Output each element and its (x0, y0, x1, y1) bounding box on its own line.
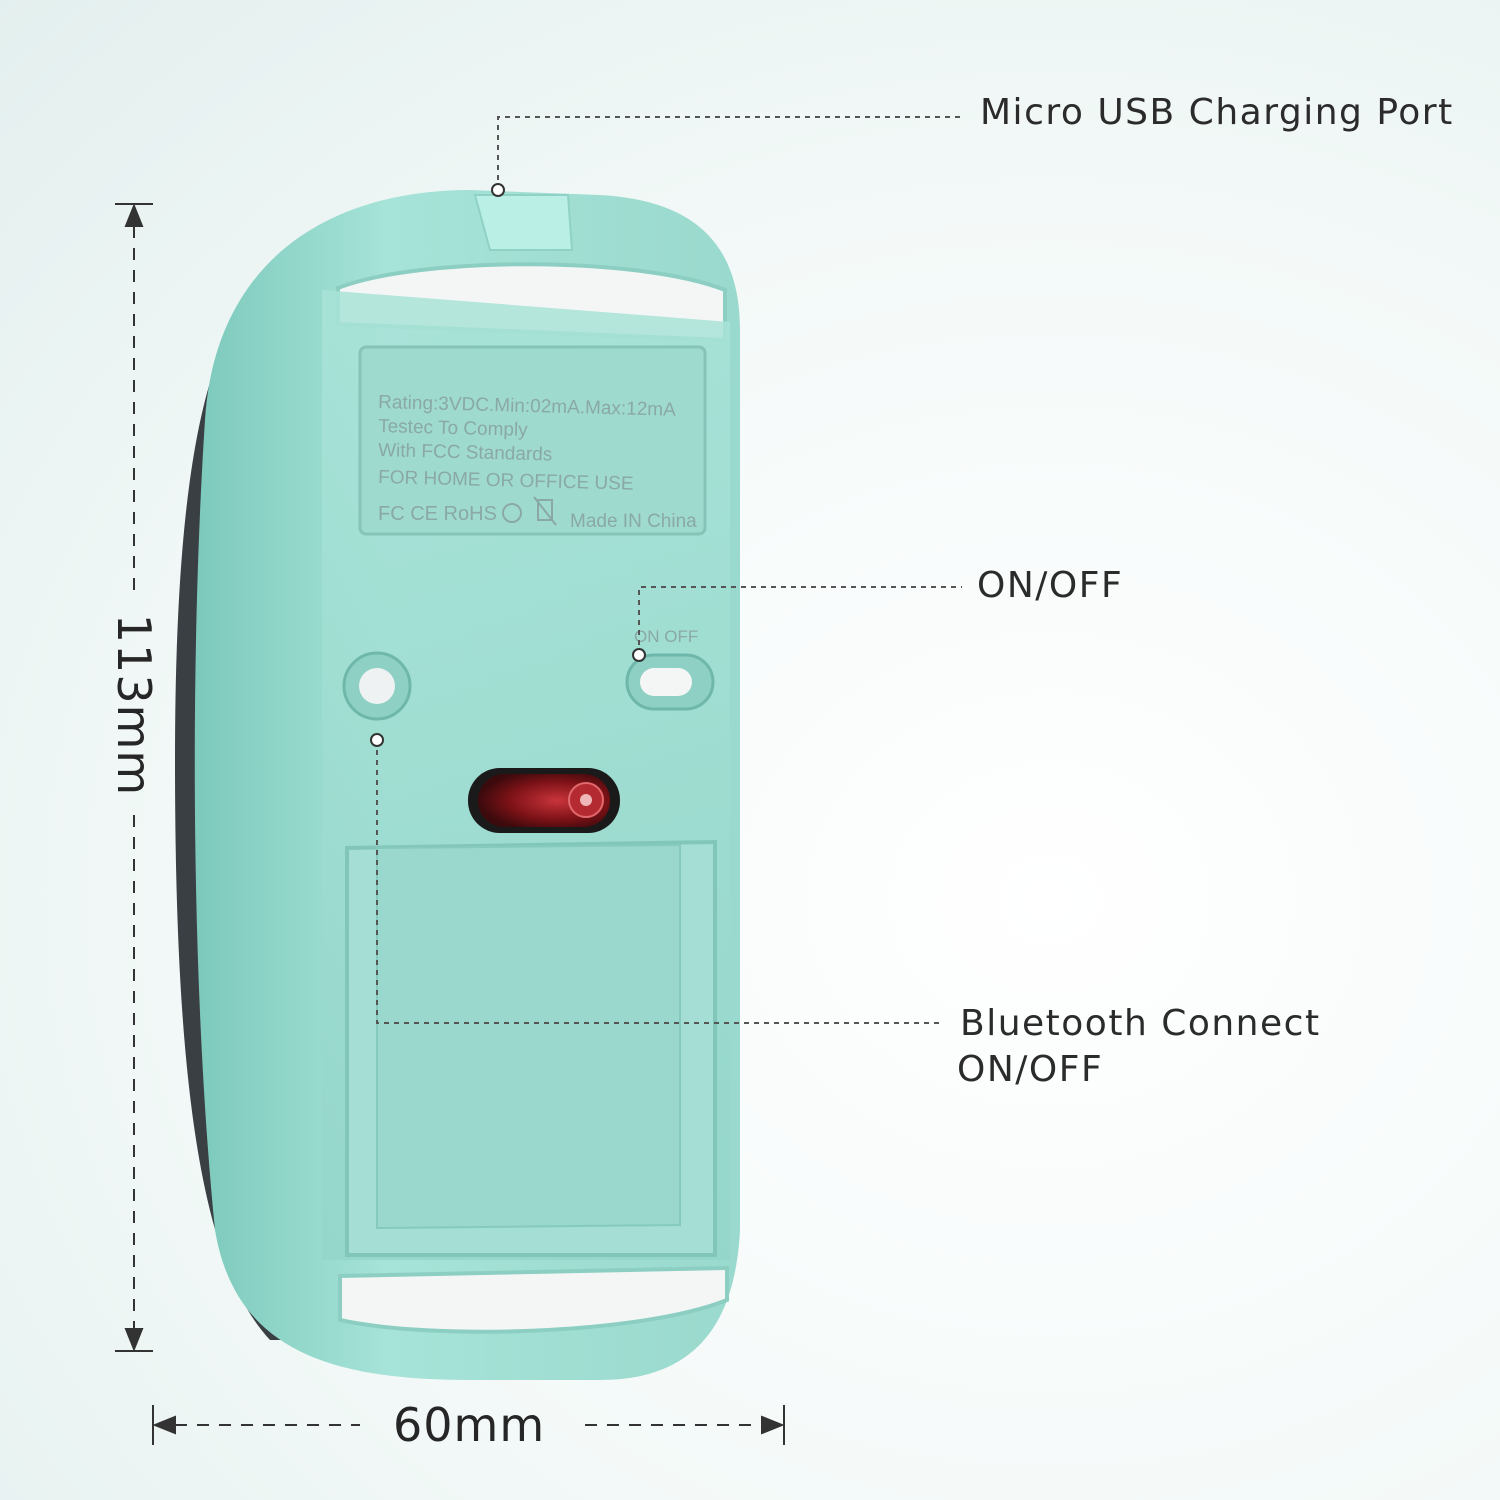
label-tested: Testec To Comply (378, 416, 529, 441)
power-switch-callout: ON/OFF (977, 565, 1124, 606)
bluetooth-callout-line (376, 740, 942, 1024)
label-marks: FC CE RoHS (378, 503, 497, 525)
usb-port-callout: Micro USB Charging Port (980, 92, 1454, 133)
width-dimension-label: 60mm (393, 1398, 546, 1452)
usb-callout-line (497, 116, 965, 190)
label-origin: Made IN China (570, 511, 697, 532)
power-callout-dot (632, 648, 646, 662)
label-plate (358, 345, 707, 536)
bottom-skate (338, 1265, 729, 1334)
weee-bin-icon (533, 496, 557, 526)
bluetooth-callout-dot (370, 733, 384, 747)
label-fcc: With FCC Standards (378, 440, 553, 466)
height-dimension-label: 113mm (107, 613, 161, 797)
optical-sensor (468, 768, 620, 833)
switch-label: ON OFF (634, 627, 698, 646)
usb-tab (473, 194, 574, 251)
bluetooth-callout-line1: Bluetooth Connect (960, 1003, 1321, 1044)
width-dimension-line (152, 1405, 785, 1445)
height-dimension-line (115, 203, 153, 1352)
recycle-icon (502, 503, 522, 523)
usb-callout-dot (491, 183, 505, 197)
power-callout-line (638, 586, 962, 655)
bluetooth-callout-line2: ON/OFF (957, 1049, 1104, 1090)
power-switch[interactable] (625, 653, 715, 711)
bluetooth-connect-button[interactable] (342, 651, 412, 721)
battery-cover (345, 839, 717, 1257)
